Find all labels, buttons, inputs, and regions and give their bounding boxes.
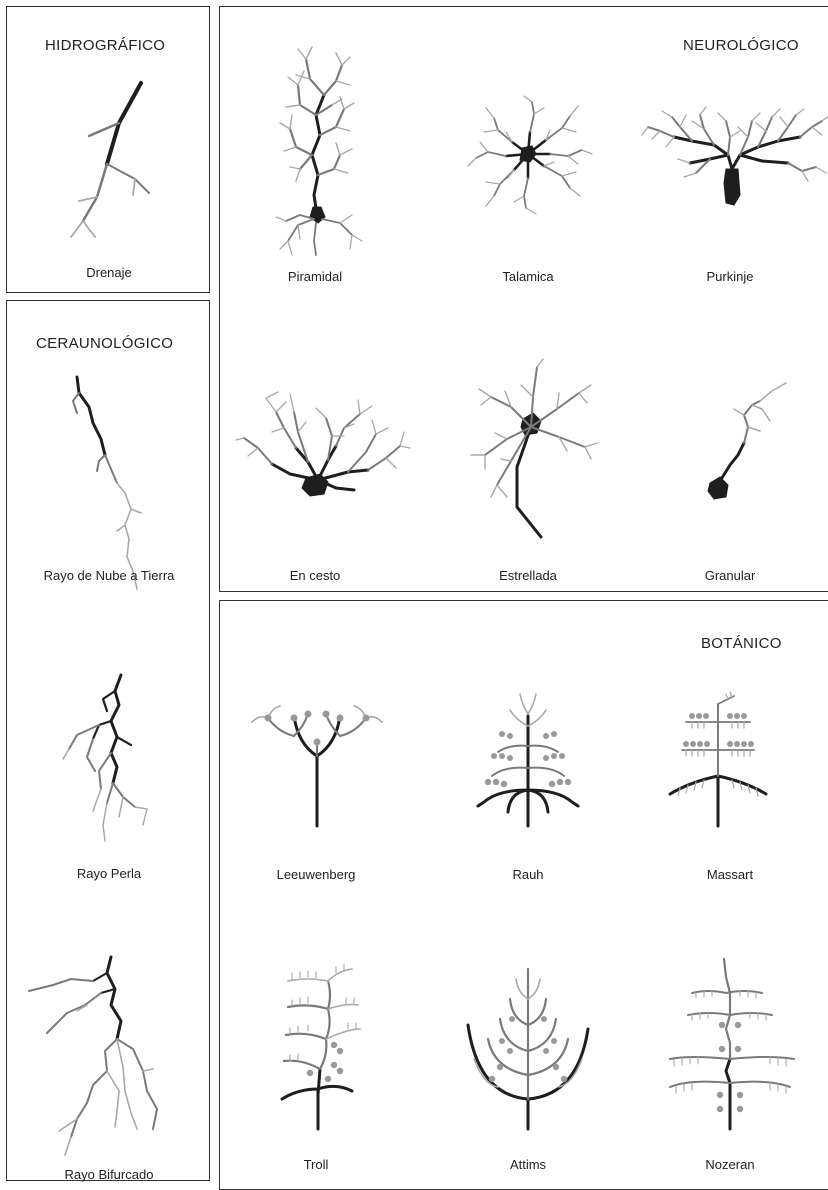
granule-label: Granular	[640, 568, 820, 583]
granule-neuron-icon	[690, 375, 810, 515]
thalamic-label: Talamica	[438, 269, 618, 284]
leeuwenberg-tree-icon	[228, 696, 408, 856]
forked-lightning-icon	[7, 941, 211, 1171]
drainage-pattern-icon	[7, 7, 211, 294]
attims-label: Attims	[438, 1157, 618, 1172]
troll-tree-icon	[228, 959, 408, 1139]
botanico-panel: BOTÁNICO Leeuwenberg Rauh Massart	[219, 600, 828, 1190]
neurologico-panel: NEUROLÓGICO Piramidal Talamica Purkinje …	[219, 6, 828, 592]
pyramidal-label: Piramidal	[225, 269, 405, 284]
cloud-to-ground-label: Rayo de Nube a Tierra	[19, 568, 199, 583]
basket-neuron-icon	[236, 362, 416, 502]
stellate-neuron-icon	[455, 357, 615, 557]
massart-tree-icon	[630, 686, 810, 856]
stellate-label: Estrellada	[438, 568, 618, 583]
purkinje-label: Purkinje	[640, 269, 820, 284]
ceraunologico-title: CERAUNOLÓGICO	[36, 335, 173, 352]
ceraunologico-panel: CERAUNOLÓGICO Rayo de Nube a Tierra Rayo…	[6, 300, 210, 1181]
leeuwenberg-label: Leeuwenberg	[226, 867, 406, 882]
thalamic-neuron-icon	[450, 92, 610, 222]
drainage-label: Drenaje	[19, 265, 199, 280]
forked-lightning-label: Rayo Bifurcado	[19, 1167, 199, 1182]
nozeran-tree-icon	[630, 959, 810, 1139]
rauh-tree-icon	[438, 686, 618, 856]
attims-tree-icon	[438, 959, 618, 1139]
neurologico-title: NEUROLÓGICO	[683, 37, 799, 54]
hidrografico-panel: HIDROGRÁFICO Drenaje	[6, 6, 210, 293]
nozeran-label: Nozeran	[640, 1157, 820, 1172]
bead-lightning-label: Rayo Perla	[19, 866, 199, 881]
rauh-label: Rauh	[438, 867, 618, 882]
purkinje-neuron-icon	[640, 107, 828, 217]
botanico-title: BOTÁNICO	[701, 635, 782, 652]
basket-label: En cesto	[225, 568, 405, 583]
bead-lightning-icon	[7, 661, 211, 861]
troll-label: Troll	[226, 1157, 406, 1172]
massart-label: Massart	[640, 867, 820, 882]
pyramidal-neuron-icon	[240, 45, 400, 265]
